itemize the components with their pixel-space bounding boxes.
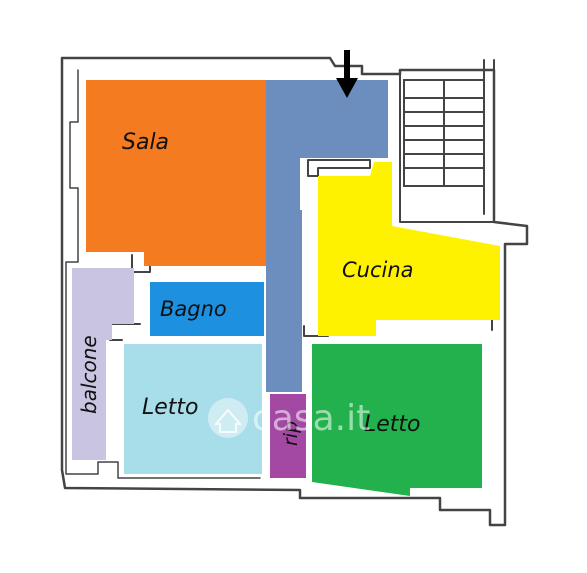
corridor-area	[266, 80, 388, 392]
partition-kitchen-entry	[307, 159, 371, 177]
entrance-arrow-icon	[336, 50, 358, 98]
label-rip: rip	[280, 421, 302, 446]
staircase	[403, 79, 485, 187]
watermark: casa.it	[208, 398, 370, 439]
label-letto-left: Letto	[142, 395, 199, 420]
house-icon	[208, 398, 248, 438]
house-icon-shape	[213, 408, 243, 433]
room-letto-left	[124, 344, 262, 474]
label-balcone: balcone	[77, 335, 101, 414]
walls	[60, 56, 529, 527]
partition-letto	[109, 323, 141, 341]
room-rip	[270, 394, 306, 478]
outer-wall	[60, 56, 529, 527]
partition-vertical	[399, 73, 495, 223]
entrance-arrow-shaft	[344, 50, 350, 80]
room-balcone	[72, 268, 134, 460]
label-letto-right: Letto	[364, 412, 421, 437]
room-sala	[86, 80, 266, 266]
label-sala: Sala	[122, 130, 169, 155]
entrance-arrow-head	[336, 78, 358, 98]
room-letto-right	[312, 344, 482, 496]
label-cucina: Cucina	[342, 258, 414, 282]
inner-wall-outline	[65, 69, 261, 479]
room-cucina	[318, 162, 500, 336]
label-bagno: Bagno	[160, 297, 227, 321]
watermark-text: casa.it	[252, 398, 370, 439]
room-bagno	[150, 282, 264, 336]
